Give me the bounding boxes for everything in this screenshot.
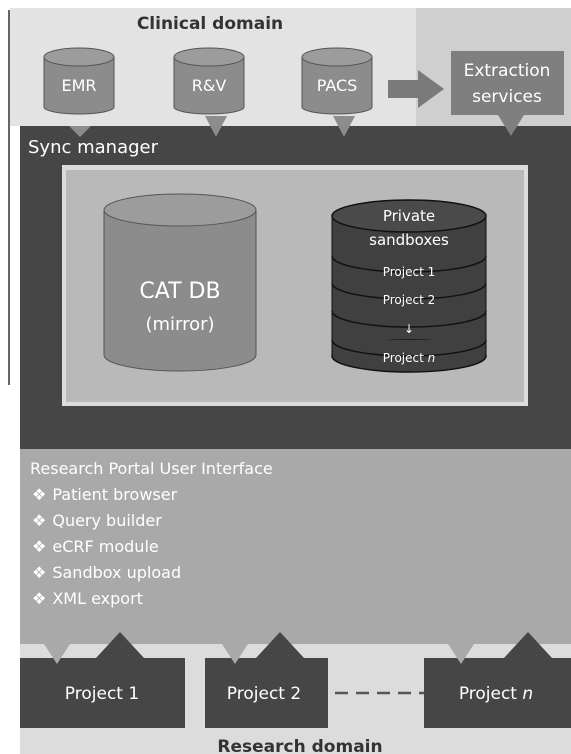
clinical-domain-label: Clinical domain <box>137 14 283 34</box>
sandboxes-title-1: Private <box>383 207 435 225</box>
rv-pointer <box>205 116 227 137</box>
project-n-label: Project n <box>459 684 533 704</box>
portal-feature-list: ❖Patient browser ❖Query builder ❖eCRF mo… <box>32 485 181 608</box>
source-emr: EMR <box>43 47 115 115</box>
project-2-box: Project 2 <box>205 632 328 728</box>
cat-db-title: CAT DB <box>139 279 220 304</box>
cat-db-cylinder: CAT DB (mirror) <box>103 193 257 372</box>
project-1-box: Project 1 <box>20 632 185 728</box>
source-pacs: PACS <box>301 47 373 115</box>
source-rv-label: R&V <box>192 76 227 95</box>
sandbox-project-1: Project 1 <box>383 265 436 279</box>
pacs-pointer <box>333 116 355 137</box>
sandboxes-title-2: sandboxes <box>369 231 449 249</box>
feature-item: ❖Query builder <box>32 511 162 530</box>
research-portal-panel <box>20 449 571 644</box>
research-domain-label: Research domain <box>217 737 382 754</box>
source-emr-label: EMR <box>61 76 96 95</box>
pacs-to-extraction-arrow <box>388 70 444 108</box>
extraction-line2: services <box>472 87 542 107</box>
sandboxes-stack: Private sandboxes Project 1 Project 2 ↓ … <box>331 199 487 373</box>
emr-pointer <box>69 126 91 137</box>
feature-item: ❖Sandbox upload <box>32 563 181 582</box>
sync-manager-label: Sync manager <box>28 137 159 158</box>
feature-item: ❖Patient browser <box>32 485 178 504</box>
sandbox-project-n: Project n <box>383 351 435 365</box>
portal-title: Research Portal User Interface <box>30 459 273 478</box>
source-pacs-label: PACS <box>317 76 358 95</box>
project-1-label: Project 1 <box>65 684 139 704</box>
source-rv: R&V <box>173 47 245 115</box>
extraction-services-box <box>451 51 564 115</box>
sandbox-project-2: Project 2 <box>383 293 436 307</box>
project-2-label: Project 2 <box>227 684 301 704</box>
extraction-line1: Extraction <box>464 61 551 81</box>
feature-item: ❖XML export <box>32 589 143 608</box>
sandbox-down-arrow: ↓ <box>404 322 414 336</box>
extraction-pointer <box>498 115 524 136</box>
project-n-box: Project n <box>424 632 571 728</box>
feature-item: ❖eCRF module <box>32 537 159 556</box>
cat-db-subtitle: (mirror) <box>145 314 214 335</box>
